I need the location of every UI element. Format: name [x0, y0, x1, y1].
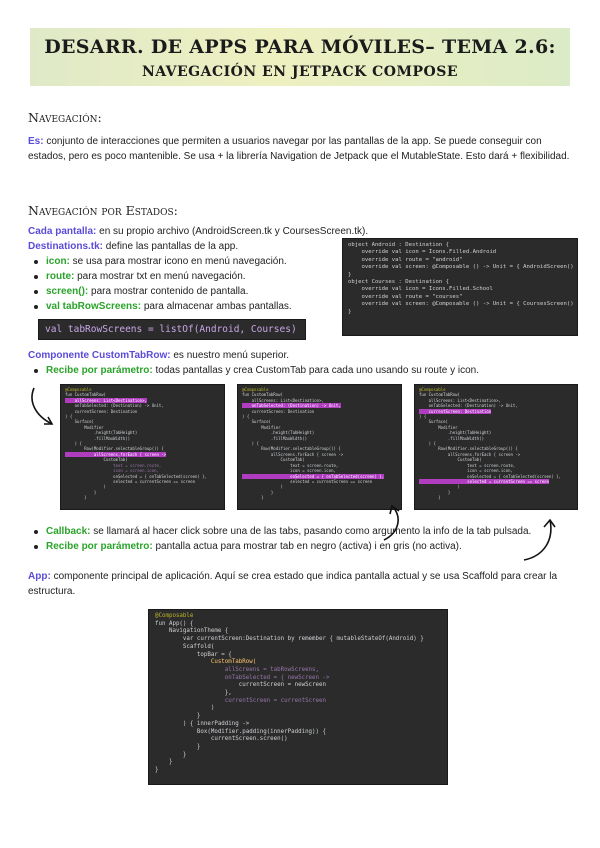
callback-bullets: Callback: se llamará al hacer click sobr… [28, 524, 548, 554]
destination-bullets: icon: se usa para mostrar icono en menú … [28, 254, 328, 314]
list-item: Recibe por parámetro: pantalla actua par… [28, 539, 548, 554]
list-item: screen(): para mostrar contenido de pant… [28, 284, 328, 299]
tabrow-code-snippet: val tabRowScreens = listOf(Android, Cour… [38, 319, 306, 340]
section-heading-navegacion: Navegación: [28, 110, 102, 125]
cada-pantalla-label: Cada pantalla: [28, 226, 97, 237]
es-text: conjunto de interacciones que permiten a… [28, 136, 570, 162]
list-item: route: para mostrar txt en menú navegaci… [28, 269, 328, 284]
cada-pantalla-line: Cada pantalla: en su propio archivo (And… [28, 224, 573, 239]
section-heading-estados: Navegación por Estados: [28, 203, 178, 218]
app-label: App: [28, 571, 51, 582]
destinations-code-block: object Android : Destination { override … [342, 238, 578, 336]
curved-arrow-icon [523, 518, 556, 561]
list-item: Recibe por parámetro: todas pantallas y … [28, 363, 573, 378]
curved-arrow-icon [31, 387, 54, 425]
curved-arrow-icon [383, 504, 400, 541]
destinations-label: Destinations.tk: [28, 241, 104, 252]
app-paragraph: App: componente principal de aplicación.… [28, 569, 573, 599]
list-item: Callback: se llamará al hacer click sobr… [28, 524, 548, 539]
cada-pantalla-text: en su propio archivo (AndroidScreen.tk y… [99, 226, 369, 237]
app-code-block: @Composable fun App() { NavigationTheme … [148, 609, 448, 785]
page-title: DESARR. DE APPS PARA MÓVILES– TEMA 2.6: [44, 36, 556, 58]
es-label: Es: [28, 136, 44, 147]
tabrow-code-block-1: @Composable fun CustomTabRow( allScreens… [60, 384, 225, 510]
page-subtitle: NAVEGACIÓN EN JETPACK COMPOSE [142, 64, 458, 80]
custom-tabrow-label: Componente CustomTabRow: [28, 350, 171, 361]
custom-tabrow-line: Componente CustomTabRow: es nuestro menú… [28, 348, 573, 363]
title-banner: DESARR. DE APPS PARA MÓVILES– TEMA 2.6: … [30, 28, 570, 86]
definition-paragraph: Es: conjunto de interacciones que permit… [28, 134, 573, 164]
destinations-text: define las pantallas de la app. [105, 241, 239, 252]
list-item: icon: se usa para mostrar icono en menú … [28, 254, 328, 269]
tabrow-code-block-2: @Composable fun CustomTabRow( allScreens… [237, 384, 402, 510]
custom-tabrow-text: es nuestro menú superior. [173, 350, 289, 361]
list-item: val tabRowScreens: para almacenar ambas … [28, 299, 328, 314]
destinations-line: Destinations.tk: define las pantallas de… [28, 239, 328, 254]
app-text: componente principal de aplicación. Aquí… [28, 571, 558, 597]
recibe1-bullet: Recibe por parámetro: todas pantallas y … [28, 363, 573, 378]
tabrow-code-block-3: @Composable fun CustomTabRow( allScreens… [414, 384, 578, 510]
